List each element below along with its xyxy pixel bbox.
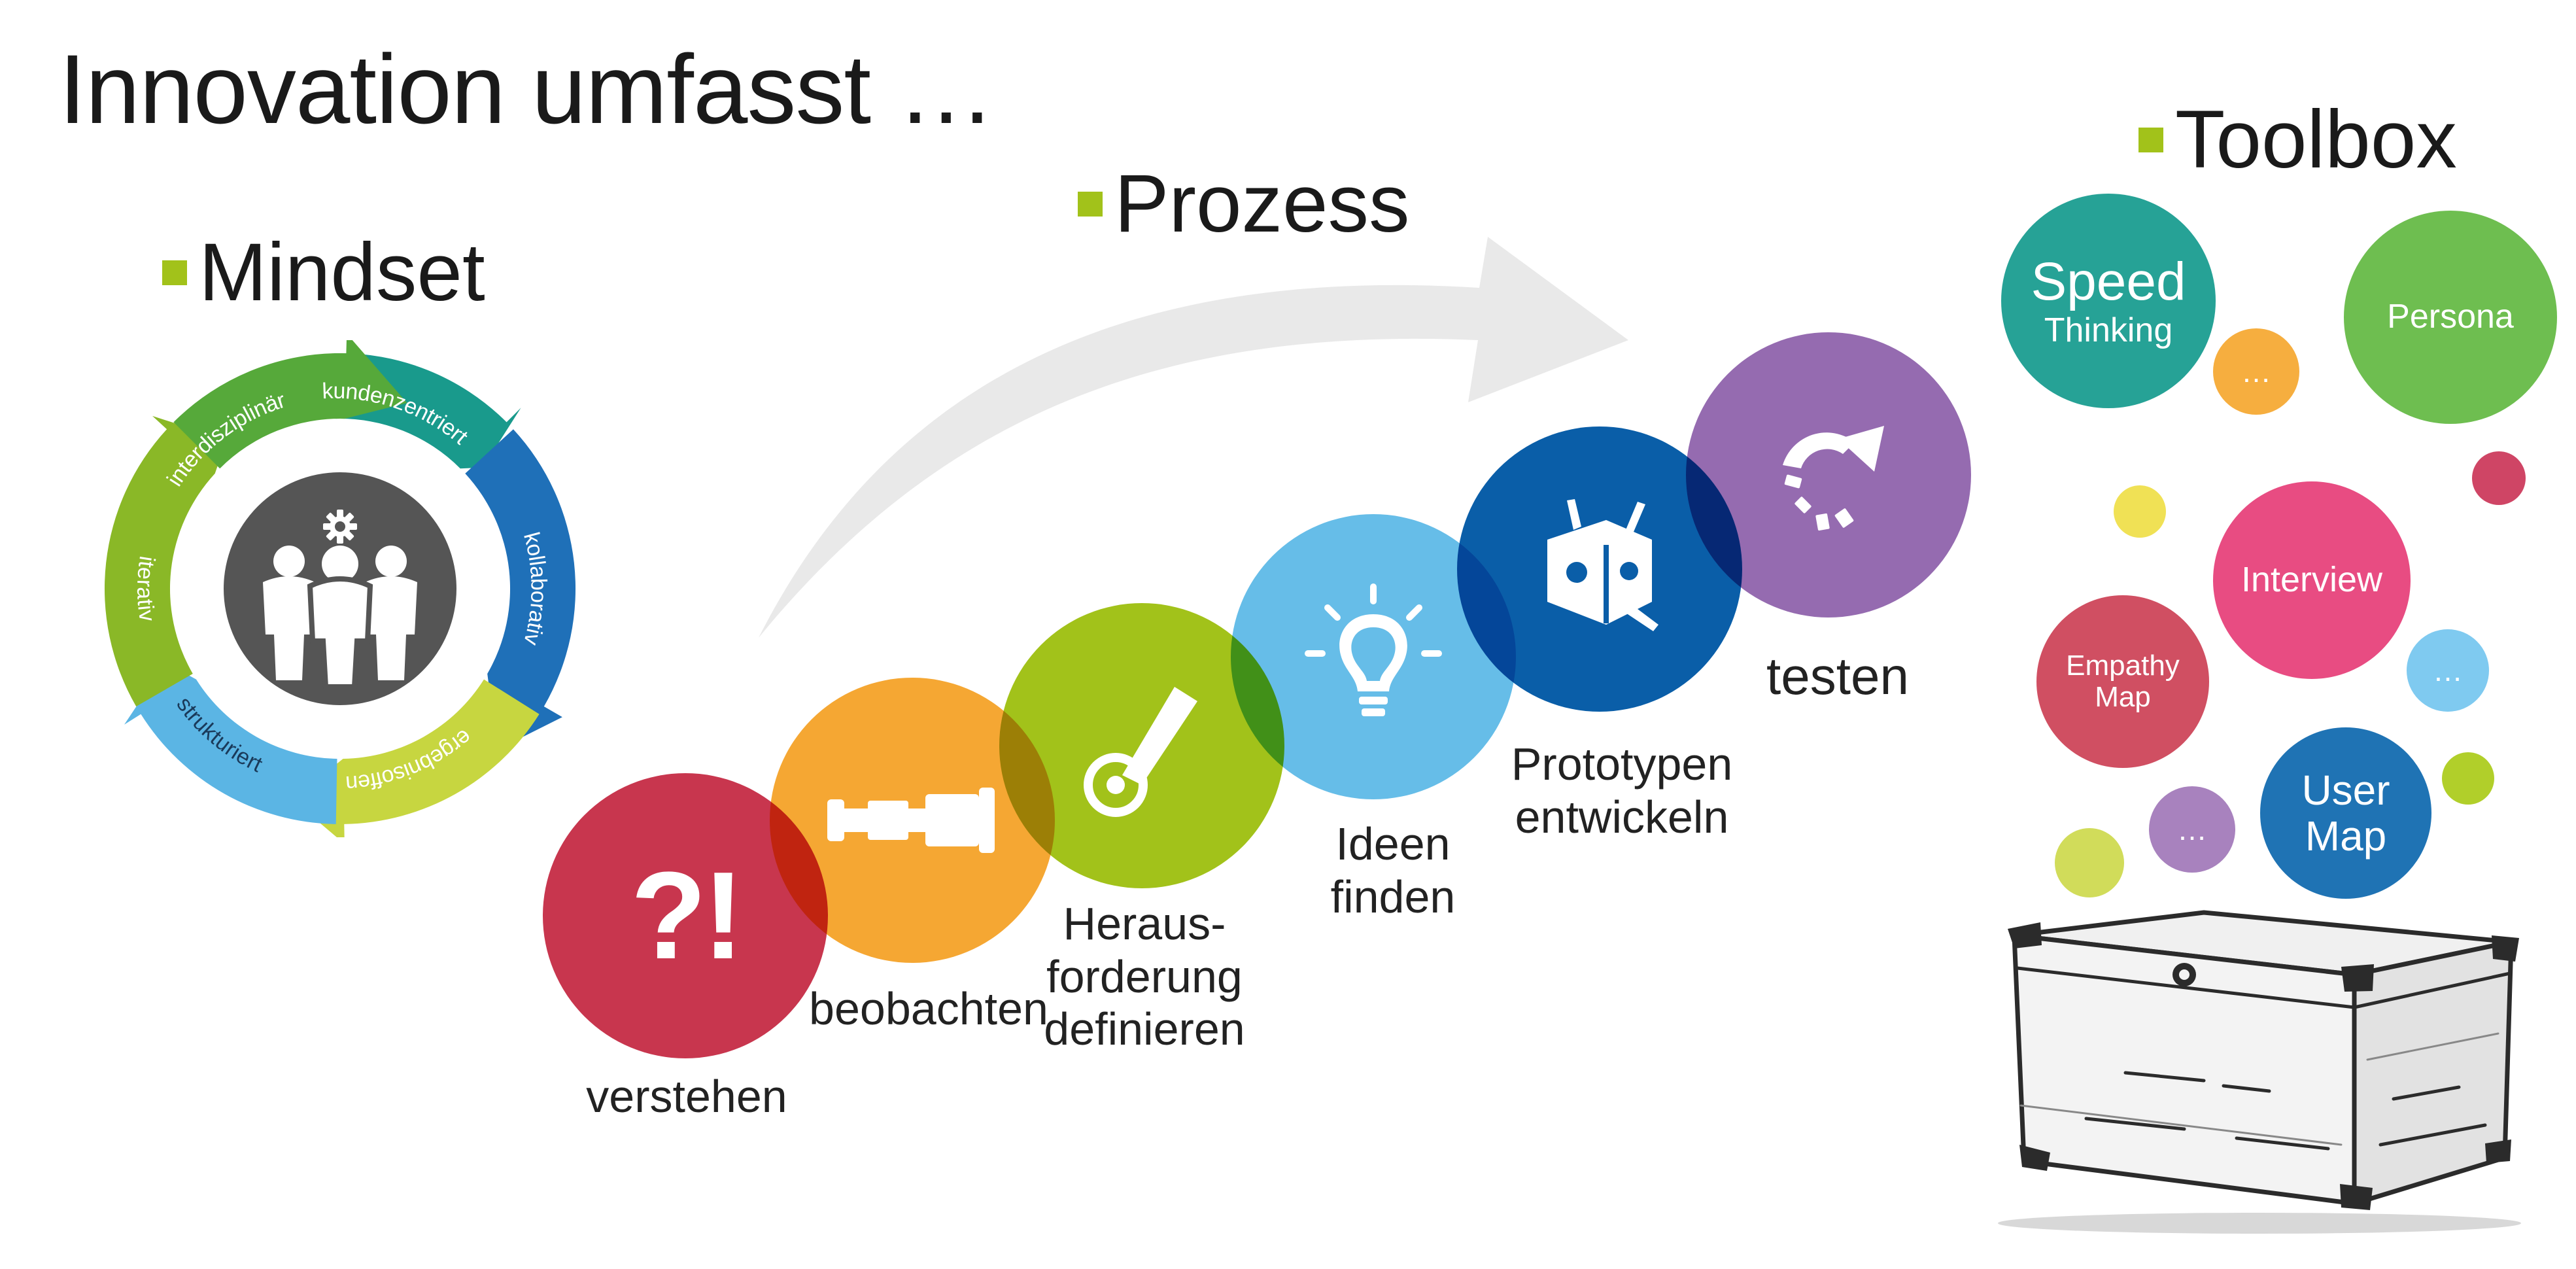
tool-speed-label: Speed xyxy=(2031,252,2186,312)
step-prototypen-circle xyxy=(1457,426,1742,712)
step-ideen-circle xyxy=(1231,514,1516,799)
tool-thinking-label: Thinking xyxy=(2044,311,2173,349)
toolbox-heading-label: Toolbox xyxy=(2175,94,2457,185)
step-testen-circle xyxy=(1686,332,1971,617)
cycle-arc-kollaborativ xyxy=(465,429,576,750)
tool-speed-thinking: Speed Thinking xyxy=(2001,194,2216,408)
tool-user-map: User Map xyxy=(2260,727,2431,899)
tool-more-purple-label: … xyxy=(2177,812,2207,846)
cycle-arc-iterativ xyxy=(104,415,227,706)
cycle-arc-interdisziplinaer xyxy=(173,340,407,469)
tool-interview-label: Interview xyxy=(2241,560,2383,600)
question-exclamation-icon: ?! xyxy=(630,846,744,985)
refresh-icon xyxy=(1783,426,1884,531)
bullet-icon xyxy=(2138,127,2163,152)
step-label-prototypen: Prototypen entwickeln xyxy=(1511,739,1733,843)
step-label-beobachten: beobachten xyxy=(809,983,1048,1034)
bullet-icon xyxy=(1078,191,1103,217)
step-label-definieren: Heraus- forderung definieren xyxy=(1044,898,1245,1054)
iteration-arrow xyxy=(759,237,1628,638)
tool-user-map-label: User Map xyxy=(2301,766,2390,860)
cycle-label-iterativ: iterativ xyxy=(132,554,160,623)
tool-more-lightblue-label: … xyxy=(2433,653,2463,687)
step-label-testen: testen xyxy=(1766,647,1909,705)
step-label-ideen: Ideen finden xyxy=(1330,818,1456,922)
dot-green xyxy=(2442,752,2494,805)
lightbulb-icon xyxy=(1305,583,1442,716)
tool-more-orange: … xyxy=(2213,328,2299,415)
team-icon xyxy=(263,510,417,689)
tool-more-orange-label: … xyxy=(2241,354,2271,389)
binoculars-icon xyxy=(827,788,995,853)
dot-crimson xyxy=(2472,451,2526,505)
page-title: Innovation umfasst … xyxy=(59,34,995,144)
bullet-icon xyxy=(162,260,187,285)
step-label-verstehen: verstehen xyxy=(586,1071,787,1122)
tool-more-purple: … xyxy=(2149,786,2235,873)
prozess-heading: Prozess xyxy=(1078,157,1410,251)
toolbox-heading: Toolbox xyxy=(2138,93,2457,186)
prozess-heading-label: Prozess xyxy=(1114,158,1410,249)
cycle-arcs xyxy=(104,340,576,837)
toolbox-chest-icon xyxy=(1998,910,2521,1234)
cycle-arc-ergebnisoffen xyxy=(292,679,540,837)
dot-lightgreen xyxy=(2055,828,2124,897)
tool-interview: Interview xyxy=(2213,481,2411,679)
mindset-heading: Mindset xyxy=(162,226,485,319)
tool-more-lightblue: … xyxy=(2407,629,2489,712)
tool-persona-label: Persona xyxy=(2387,298,2514,336)
target-pencil-icon xyxy=(1084,687,1197,817)
mindset-heading-label: Mindset xyxy=(199,227,485,318)
prototype-robot-icon xyxy=(1547,499,1658,631)
mindset-cycle: kundenzentriert kollaborativ ergebnisoff… xyxy=(104,340,576,837)
tool-empathy-map: Empathy Map xyxy=(2036,595,2209,768)
cycle-arc-strukturiert xyxy=(124,662,337,824)
tool-empathy-map-label: Empathy Map xyxy=(2066,649,2180,713)
tool-persona: Persona xyxy=(2344,211,2557,424)
step-definieren-circle xyxy=(999,603,1284,888)
dot-yellow xyxy=(2114,485,2166,538)
